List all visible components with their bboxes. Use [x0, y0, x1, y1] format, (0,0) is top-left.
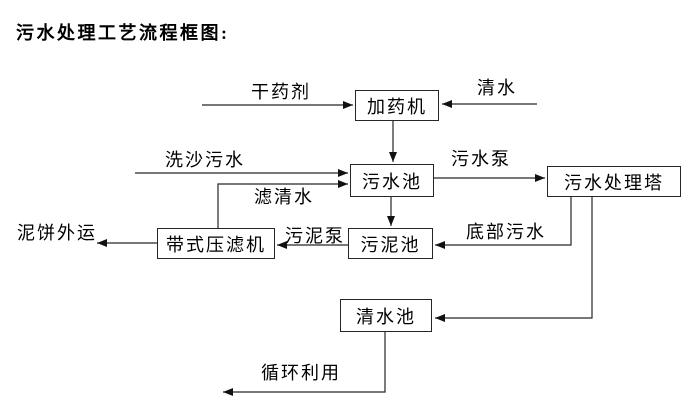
page-title: 污水处理工艺流程框图: — [16, 23, 230, 43]
edge-label-sand-washing-sewage: 洗沙污水 — [165, 150, 245, 170]
node-dosing-machine: 加药机 — [355, 90, 439, 121]
node-clean-water-pool: 清水池 — [340, 299, 432, 332]
edge-label-recycle: 循环利用 — [261, 363, 341, 383]
node-sewage-pool: 污水池 — [350, 164, 434, 197]
node-belt-filter-press: 带式压滤机 — [157, 228, 275, 259]
node-sludge-pool: 污泥池 — [348, 228, 433, 259]
node-sewage-treatment-tower: 污水处理塔 — [547, 166, 681, 197]
arrow-clean-water-pool-to-recycle — [223, 332, 386, 396]
edge-label-mud-cake-out: 泥饼外运 — [17, 223, 97, 243]
arrow-treatment-tower-to-clean-water-pool — [435, 197, 593, 322]
edge-label-sewage-pump: 污水泵 — [451, 149, 511, 169]
edge-label-bottom-sewage: 底部污水 — [466, 222, 546, 242]
edge-label-filtered-water: 滤清水 — [254, 187, 314, 207]
edge-label-clean-water: 清水 — [477, 78, 517, 98]
edge-label-dry-chemical: 干药剂 — [251, 82, 311, 102]
arrow-filtered-water-to-sewage-pool — [217, 180, 348, 228]
arrow-bottom-sewage-to-sludge-pool — [435, 197, 572, 249]
edge-label-sludge-pump: 污泥泵 — [285, 226, 345, 246]
